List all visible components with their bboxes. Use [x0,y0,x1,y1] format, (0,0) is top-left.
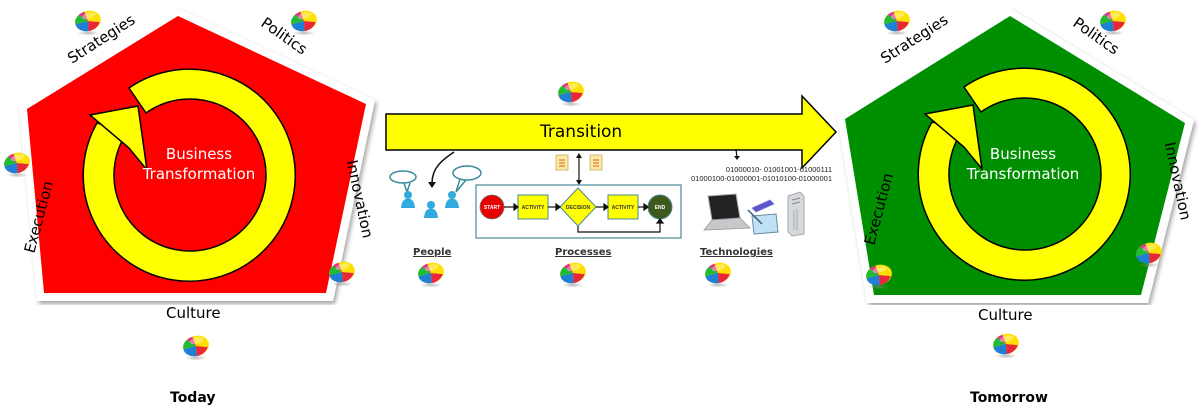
tomorrow-pentagon [832,5,1202,305]
pie-chart-icon [289,8,319,36]
cycle-arrow [917,67,1131,281]
document-icon [555,154,569,171]
flow-activity-1: ACTIVITY [522,205,545,211]
pie-chart-icon [991,331,1021,359]
pie-chart-icon [556,79,586,107]
pie-chart-icon [416,260,446,288]
laptop-icon [703,193,751,231]
cycle-arrow [82,68,296,282]
pillar-label-processes: Processes [555,247,612,258]
binary-line-1: 01000010- 01001001-01000111 [725,165,832,174]
tomorrow-label-culture: Culture [978,306,1033,324]
pie-chart-icon [2,150,32,178]
pie-chart-icon [864,262,894,290]
binary-line-2: 01000100-01000001-01010100-01000001 [691,174,832,183]
cycle-arrow-head [923,104,984,172]
phone-icon [751,199,775,213]
tomorrow-center-line1: Business [989,145,1057,163]
pillar-label-technologies: Technologies [700,247,773,258]
technology-devices-icon [703,191,805,237]
today-pentagon [15,5,385,305]
today-center-label: Business Transformation [134,144,264,184]
flow-end: END [655,205,666,211]
tomorrow-center-line2: Transformation [966,165,1080,183]
today-center-line1: Business [165,145,233,163]
tomorrow-center-label: Business Transformation [958,144,1088,184]
transition-label: Transition [540,122,623,142]
flow-decision: DECISION [566,205,591,211]
pie-chart-icon [558,260,588,288]
tomorrow-caption: Tomorrow [970,390,1048,406]
pie-chart-icon [1134,240,1164,268]
pie-chart-icon [73,8,103,36]
pie-chart-icon [1098,8,1128,36]
pillar-label-people: People [413,247,452,258]
pie-chart-icon [703,260,733,288]
pie-chart-icon [882,8,912,36]
today-center-line2: Transformation [142,165,256,183]
tablet-icon [747,209,779,235]
today-label-culture: Culture [166,304,221,322]
down-arrow-icon [734,148,740,160]
flow-start: START [484,205,500,211]
today-caption: Today [170,390,216,406]
server-icon [787,191,805,237]
document-icon [589,154,603,171]
pie-chart-icon [181,333,211,361]
process-flowchart: START ACTIVITY DECISION ACTIVITY END [475,153,682,239]
pie-chart-icon [327,259,357,287]
transition-arrow [385,94,838,170]
flow-activity-2: ACTIVITY [612,205,635,211]
cycle-arrow-head [88,105,149,173]
binary-code: 01000010- 01001001-01000111 01000100-010… [640,165,832,183]
people-icon [389,151,482,218]
